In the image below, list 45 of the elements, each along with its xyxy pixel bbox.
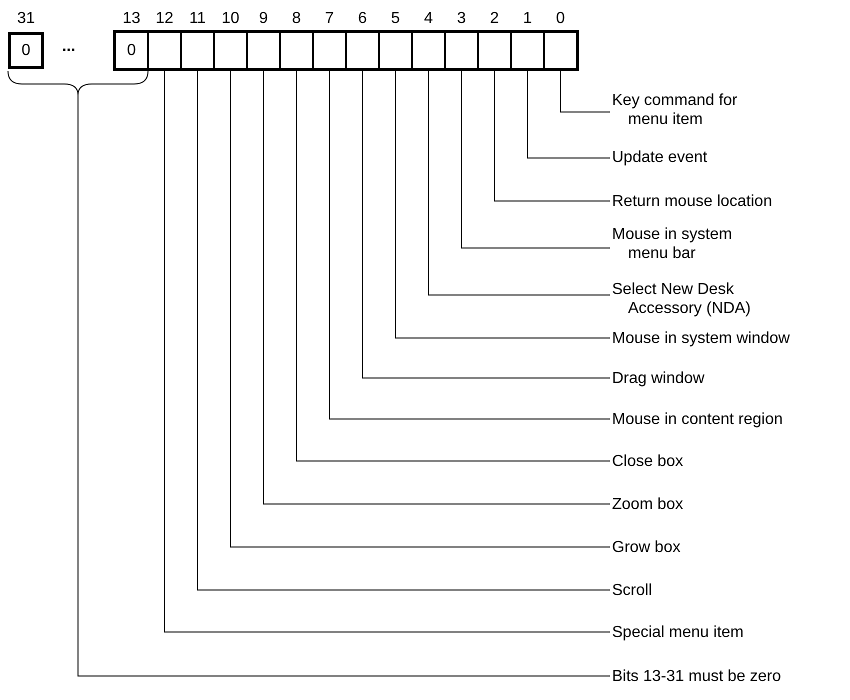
bit-cell xyxy=(445,32,478,69)
bit-cell xyxy=(181,32,214,69)
bit-number: 8 xyxy=(291,10,302,28)
leader-line xyxy=(329,70,610,420)
leader-line xyxy=(560,70,610,112)
bit-number: 9 xyxy=(258,10,269,28)
bit-number: 3 xyxy=(456,10,467,28)
bit-description: Mouse in system window xyxy=(612,329,790,348)
bit-number: 1 xyxy=(522,10,533,28)
leader-line xyxy=(362,70,610,378)
bit-description: Mouse in content region xyxy=(612,410,783,429)
bit-cell xyxy=(511,32,544,69)
leader-line xyxy=(461,70,610,248)
bit-cell xyxy=(379,32,412,69)
bit-number: 10 xyxy=(220,10,240,28)
bit-number: 31 xyxy=(16,10,36,28)
bit-number: 6 xyxy=(357,10,368,28)
bit-number: 0 xyxy=(555,10,566,28)
bit-number: 5 xyxy=(390,10,401,28)
bit-cell xyxy=(412,32,445,69)
leader-line xyxy=(527,70,610,158)
bit-cell xyxy=(346,32,379,69)
bit-number: 2 xyxy=(489,10,500,28)
leader-line xyxy=(428,70,610,296)
bit-description: Special menu item xyxy=(612,623,744,642)
leader-line xyxy=(296,70,610,462)
bit-cell xyxy=(478,32,511,69)
leader-line xyxy=(263,70,610,504)
bit-description: Drag window xyxy=(612,369,704,388)
bit-cell xyxy=(148,32,181,69)
bit-cell xyxy=(247,32,280,69)
bit-number: 11 xyxy=(188,10,207,28)
leader-line xyxy=(494,70,610,202)
bit-number: 13 xyxy=(122,10,142,28)
bit-number: 4 xyxy=(423,10,434,28)
bit-number: 12 xyxy=(154,10,174,28)
leader-line xyxy=(395,70,610,338)
bit-cell xyxy=(280,32,313,69)
leader-line xyxy=(230,70,610,548)
bit-number: 7 xyxy=(324,10,335,28)
bit-description: Update event xyxy=(612,148,708,167)
bit-cell xyxy=(313,32,346,69)
bit-cell: 0 xyxy=(8,32,44,69)
ellipsis: ... xyxy=(62,38,76,56)
bit-cell xyxy=(214,32,247,69)
